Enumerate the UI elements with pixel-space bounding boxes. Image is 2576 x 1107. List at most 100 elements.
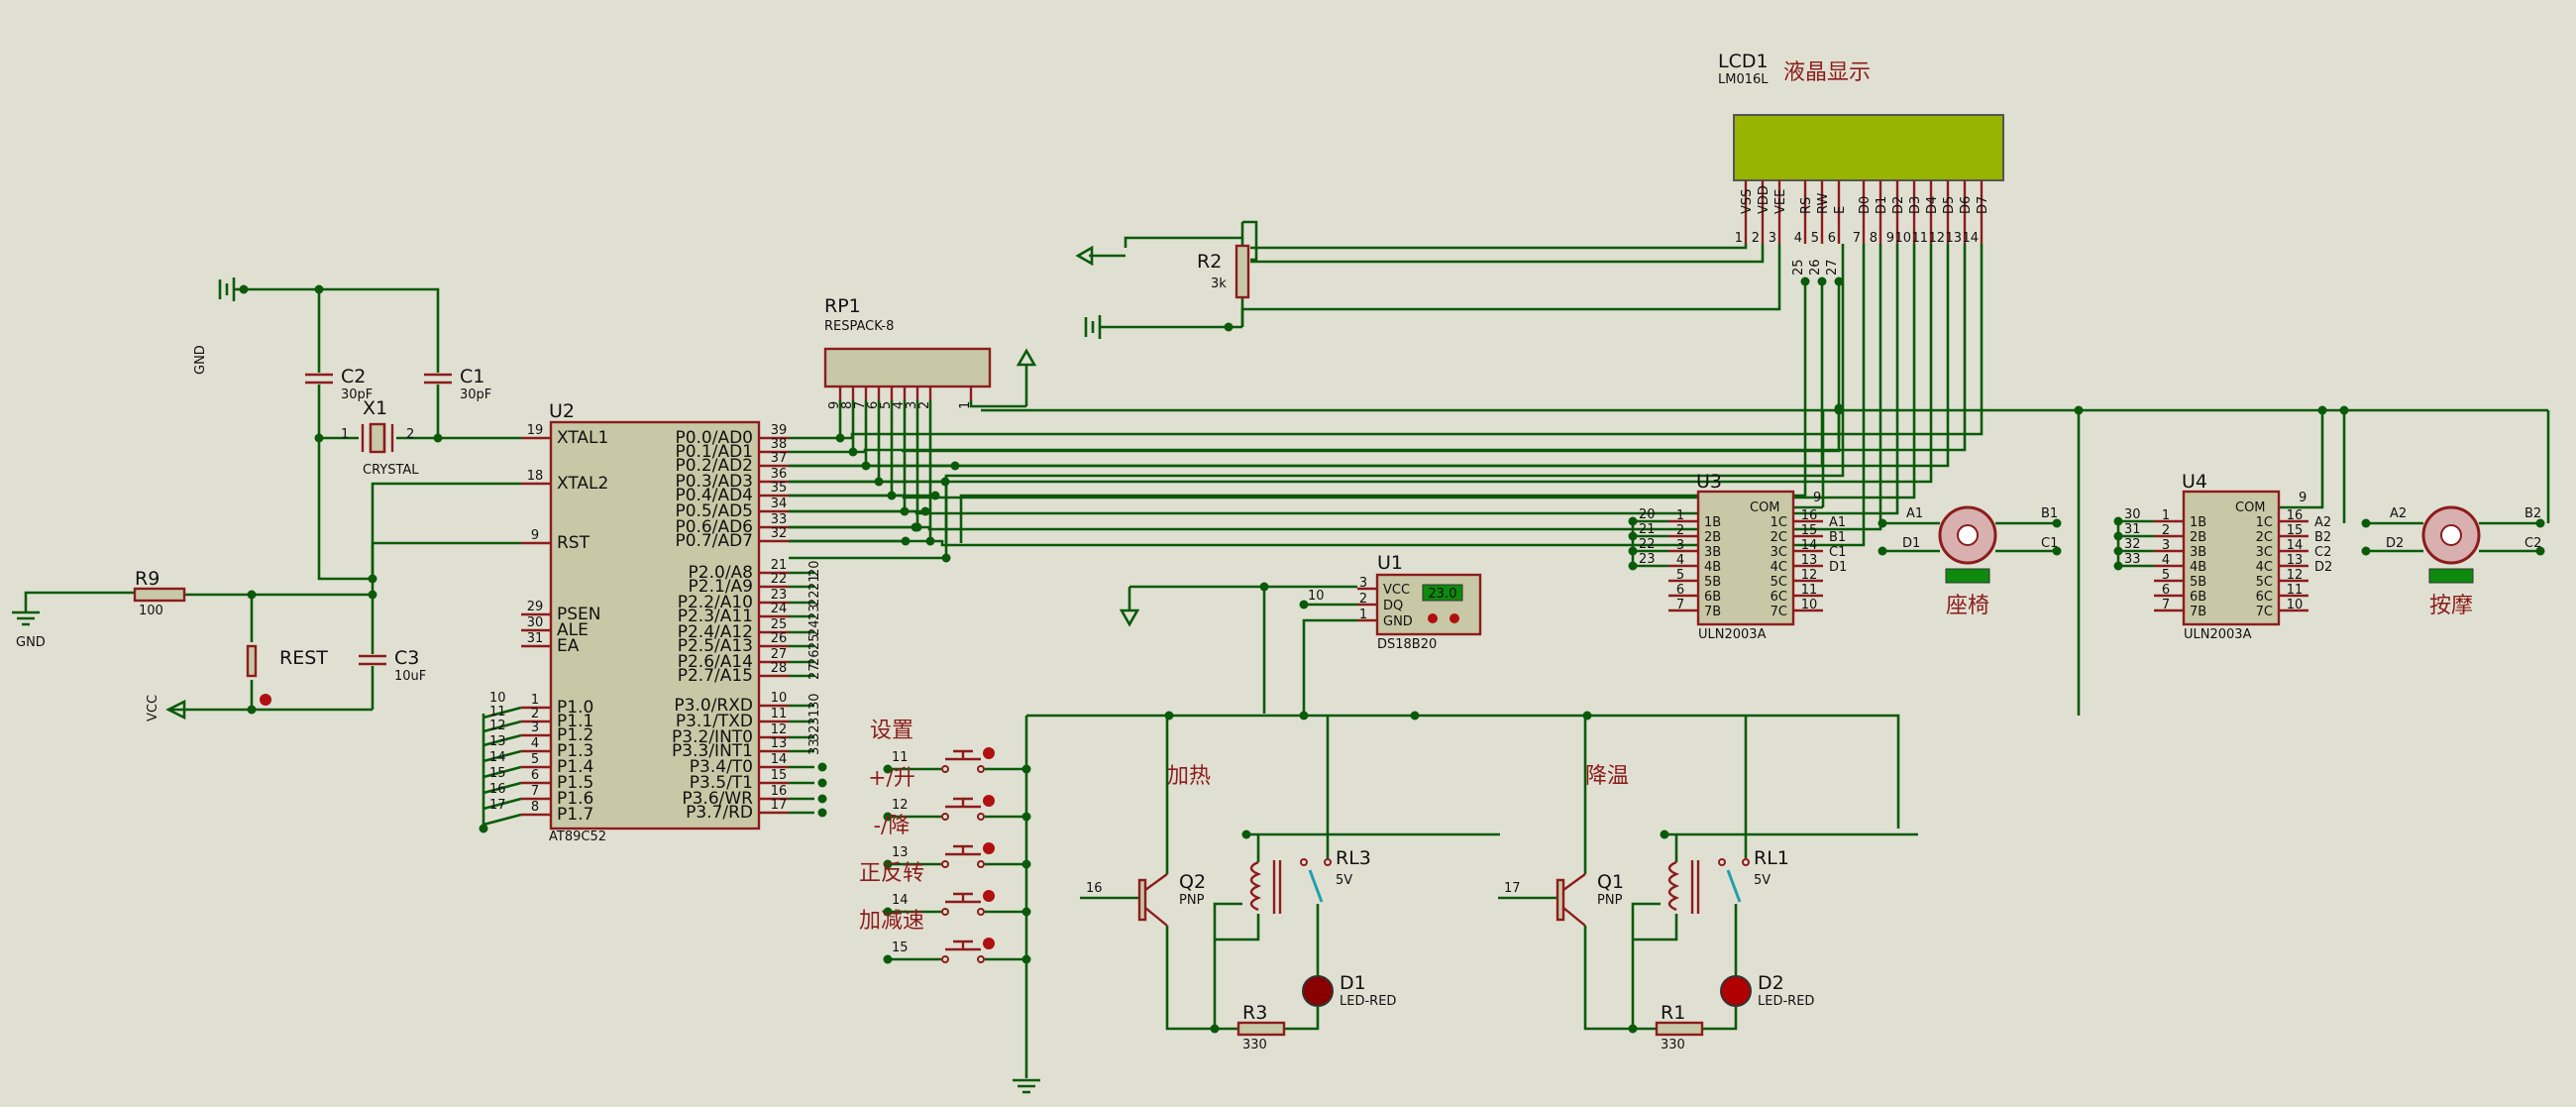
mcu-pin-num-6: 6 [531,768,539,783]
p2-net-label-20: 20 [807,560,822,577]
mcu-pin-num-14: 14 [771,752,788,767]
wire [1242,220,1258,262]
u3-pin-name-6B: 6B [1704,590,1721,605]
motor2-d: D2 [2386,536,2404,551]
junction [883,859,893,869]
u4-out-net-A2: A2 [2314,515,2331,530]
ds18b20-pin-name-VCC: VCC [1383,583,1410,598]
u4-pin-name-6B: 6B [2190,590,2206,605]
u3-part: ULN2003A [1698,627,1767,642]
u4-out-net-D2: D2 [2314,560,2332,575]
crystal-symbol-a [361,424,373,452]
heat-r-body [1236,1021,1286,1037]
u3-pin-num-in-4: 4 [1676,553,1684,568]
junction [479,824,488,833]
u4-in-net-30: 30 [2124,507,2141,522]
lcd-pin-name-D1: D1 [1875,196,1889,214]
u4-pin-name-6C: 6C [2256,590,2273,605]
heat-q-type: PNP [1179,893,1205,908]
lcd-pin-name-E: E [1833,206,1848,214]
button-indicator-3 [983,890,995,902]
lcd-pin-num-VDD: 2 [1752,231,1760,246]
wire [1631,902,1661,1029]
junction [1299,600,1309,609]
mcu-pin-name-P1.2: P1.2 [557,725,593,745]
mcu-pin-name-P1.5: P1.5 [557,773,593,793]
button-contact-a [941,908,949,916]
pushbutton-icon-4 [945,940,981,951]
u4-com-pin: 9 [2299,491,2307,505]
junction [883,812,893,822]
button-net-11: 11 [892,750,909,765]
u3-in-net-20: 20 [1639,507,1656,522]
ds18b20-pin-name-DQ: DQ [1383,599,1403,613]
lcd-ref: LCD1 [1718,51,1769,72]
junction [1878,518,1887,528]
mcu-pin-name-XTAL1: XTAL1 [557,428,608,448]
u4-pin-num-in-4: 4 [2162,553,2170,568]
u3-pin-name-5C: 5C [1771,575,1787,590]
lcd-pin-name-D3: D3 [1908,196,1923,214]
motor1-motor-shaft [1957,524,1979,546]
mcu-pin-num-28: 28 [771,661,788,676]
mcu-pin-name-PSEN: PSEN [557,605,601,624]
mcu-pin-name-P1.6: P1.6 [557,789,593,809]
u4-pin-name-5C: 5C [2256,575,2273,590]
c2-value: 30pF [341,387,373,402]
mcu-pin-name-XTAL2: XTAL2 [557,474,608,494]
lcd-pin-num-D5: 12 [1928,231,1945,246]
motor2-a: A2 [2390,506,2407,521]
lcd-pin-num-D1: 8 [1870,231,1878,246]
lcd-pin-num-D4: 11 [1911,231,1928,246]
lcd-pin-name-VDD: VDD [1757,185,1771,214]
rp1-part: RESPACK-8 [824,319,894,334]
wire [1165,926,1191,1031]
junction [1224,322,1234,332]
mcu-pin-name-P3.4/T0: P3.4/T0 [690,757,753,777]
components [133,114,2481,1037]
heat-led-ref: D1 [1340,972,1366,994]
p2-net-label-24: 24 [807,619,822,636]
u4-com: COM [2235,500,2266,515]
mcu-pin-num-33: 33 [771,512,788,527]
junction [930,491,940,500]
heat-q-base [1137,878,1147,922]
u4-pin-num-in-2: 2 [2162,523,2170,538]
u4-pin-num-out-13: 13 [2287,553,2304,568]
u4-pin-name-7C: 7C [2256,605,2273,619]
u3-in-net-22: 22 [1639,537,1656,552]
u3-pin-num-out-11: 11 [1801,583,1818,598]
mcu-pin-name-P2.2/A10: P2.2/A10 [678,593,753,612]
rp1-body [823,347,992,388]
wire [1215,914,1260,941]
mcu-pin-num-9: 9 [531,528,539,543]
rp1-pin-num-4: 4 [892,401,907,409]
mcu-pin-name-P3.7/RD: P3.7/RD [686,803,753,823]
mcu-pin-num-12: 12 [771,722,788,737]
button-indicator-0 [983,747,995,759]
crystal-pin2: 2 [406,427,414,442]
bus-wire [879,244,1933,484]
junction [817,794,827,804]
mcu-pin-num-17: 17 [771,798,788,813]
u3-pin-num-out-16: 16 [1801,508,1818,523]
wire [483,733,522,747]
bus-wire [892,244,1916,499]
lcd-pin-name-D5: D5 [1942,196,1957,214]
u4-pin-name-7B: 7B [2190,605,2206,619]
lcd-pin-name-D6: D6 [1959,196,1974,214]
wire [2308,410,2324,509]
u4-in-net-32: 32 [2124,537,2141,552]
wire [317,438,373,581]
mcu-pin-num-3: 3 [531,720,539,735]
u3-pin-num-out-12: 12 [1801,568,1818,583]
button-contact-b [977,908,985,916]
wire [371,482,521,579]
u3-in-net-23: 23 [1639,552,1656,567]
motor2-label: 按摩 [2429,594,2473,618]
mcu-pin-name-P1.3: P1.3 [557,741,593,761]
ds18b20-net-label: 10 [1308,589,1325,604]
u4-pin-name-1B: 1B [2190,515,2206,530]
u3-pin-name-1B: 1B [1704,515,1721,530]
bus-wire [930,244,1866,547]
